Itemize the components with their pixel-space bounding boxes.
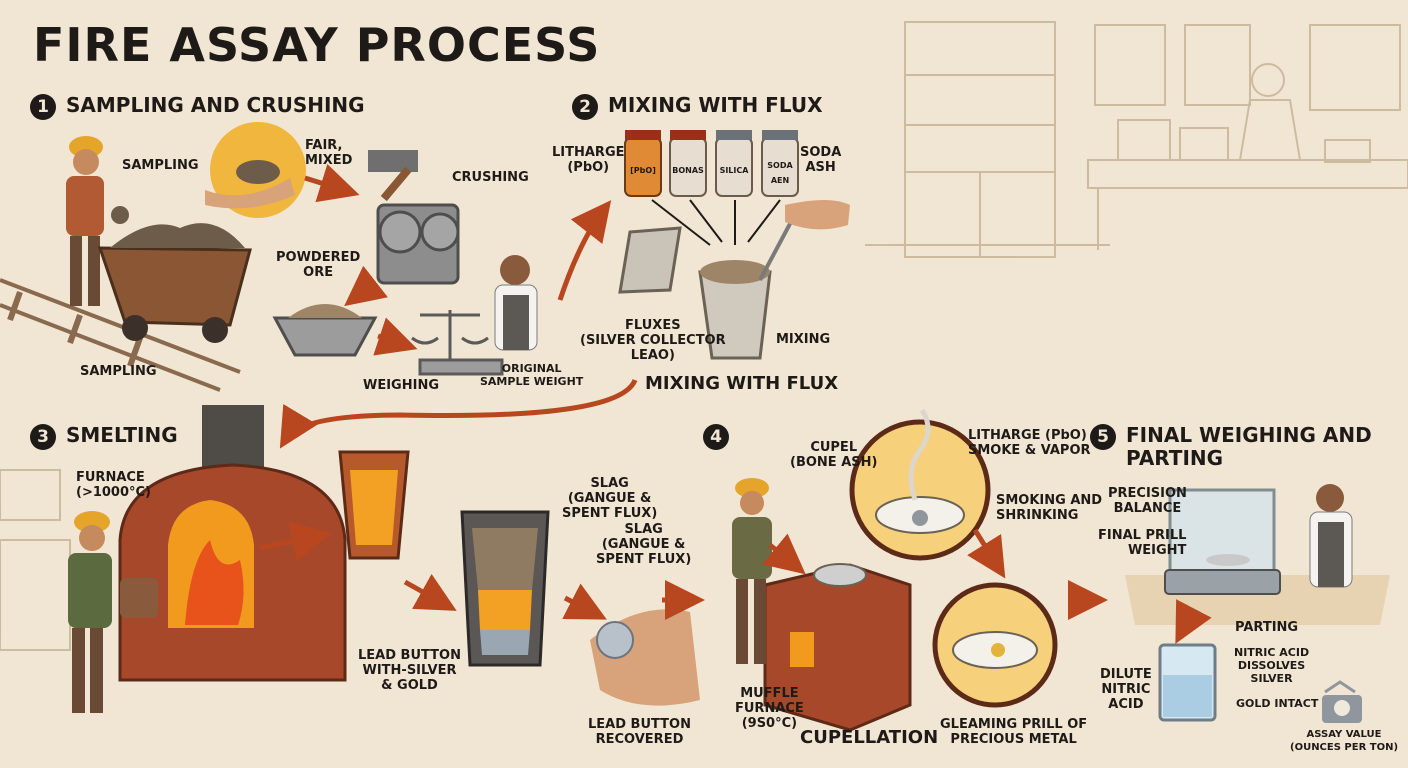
worker-balance	[1309, 484, 1353, 588]
worker-weighing	[494, 255, 538, 351]
step-number: 5	[1090, 424, 1116, 450]
rail-track	[0, 278, 241, 392]
label-furnace: FURNACE(>1000°C)	[76, 470, 151, 500]
label-weighing: WEIGHING	[363, 378, 439, 393]
step-number: 3	[30, 424, 56, 450]
label-mixing: MIXING	[776, 332, 831, 347]
prill-zoom-circle	[932, 582, 1058, 708]
label-parting: PARTING	[1235, 620, 1299, 635]
crucibles	[618, 200, 850, 360]
label-mixing-with-flux: MIXING WITH FLUX	[645, 373, 839, 394]
poured-mold	[460, 510, 550, 667]
label-litharge-smoke: LITHARGE (PbO)SMOKE & VAPOR	[968, 428, 1091, 458]
jar-label-litharge: [PbO]	[630, 166, 656, 175]
step-number: 2	[572, 94, 598, 120]
nitric-acid-beaker	[1158, 643, 1217, 722]
step-3-heading: 3 SMELTING	[30, 424, 178, 450]
background-lab-sketch	[0, 21, 1408, 651]
jar-label-silica: SILICA	[719, 166, 749, 175]
step-title: SAMPLING AND CRUSHING	[66, 93, 365, 117]
step-title: SMELTING	[66, 423, 178, 447]
step-1-heading: 1 SAMPLING AND CRUSHING	[30, 94, 365, 120]
hand-with-ore-sample	[205, 122, 306, 218]
step-title: MIXING WITH FLUX	[608, 93, 823, 117]
label-cupel: CUPEL(BONE ASH)	[790, 440, 878, 470]
jar-label-borax: BONAS	[672, 166, 704, 175]
step-4-heading: 4	[703, 424, 739, 450]
label-crushing: CRUSHING	[452, 170, 529, 185]
miner-figure-sampling	[66, 136, 129, 306]
step-number: 4	[703, 424, 729, 450]
muffle-furnace	[763, 563, 912, 732]
label-litharge: LITHARGE(PbO)	[552, 145, 625, 175]
lead-button-hand	[590, 609, 700, 706]
jaw-crusher	[376, 203, 460, 285]
brick-furnace	[118, 405, 347, 682]
label-assay-value: ASSAY VALUE(OUNCES PER TON)	[1290, 729, 1399, 753]
label-cupellation: CUPELLATION	[800, 727, 939, 748]
cupel-zoom-circle	[849, 408, 991, 561]
label-fair-mixed: FAIR,MIXED	[305, 138, 353, 168]
jar-label-soda-ash: SODA AEN	[767, 161, 793, 185]
assay-value-scale	[1322, 680, 1362, 723]
hammer-icon	[368, 150, 418, 202]
step-5-heading: 5 FINAL WEIGHING AND PARTING	[1090, 424, 1372, 470]
step-number: 1	[30, 94, 56, 120]
balance-scale	[411, 310, 504, 376]
molten-crucible	[338, 450, 410, 560]
step-title: FINAL WEIGHING AND PARTING	[1126, 423, 1372, 470]
label-slag-b: SLAG(GANGUE &SPENT FLUX)	[596, 522, 692, 567]
page-title: FIRE ASSAY PROCESS	[33, 18, 601, 72]
label-gold-intact: GOLD INTACT	[1236, 697, 1319, 710]
process-arrows	[259, 163, 1212, 644]
powdered-ore-tray	[272, 304, 378, 357]
worker-cupellation	[732, 478, 772, 664]
label-slag-a: SLAG(GANGUE &SPENT FLUX)	[562, 476, 658, 521]
label-sampling-top: SAMPLING	[122, 158, 199, 173]
flux-jars	[624, 130, 799, 197]
jar-pour-arrows	[651, 199, 781, 246]
label-sampling-bottom: SAMPLING	[80, 364, 157, 379]
worker-smelting	[68, 511, 158, 713]
step-2-heading: 2 MIXING WITH FLUX	[572, 94, 823, 120]
ore-cart	[97, 223, 252, 343]
